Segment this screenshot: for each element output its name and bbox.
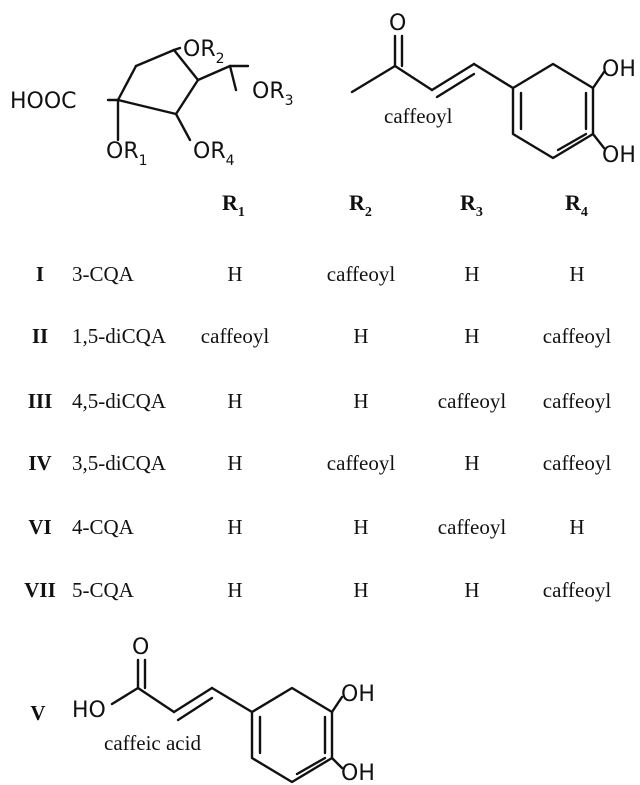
table-row: I 3-CQA H caffeoyl H H: [36, 262, 585, 286]
caffeic-acid-label: caffeic acid: [104, 731, 201, 755]
cell-r3: H: [464, 324, 479, 348]
cell-r1: H: [227, 262, 242, 286]
cell-r2: caffeoyl: [327, 262, 396, 286]
compound-name: 5-CQA: [72, 578, 135, 602]
row-id: IV: [28, 451, 51, 475]
quinic-or2: OR2: [183, 37, 225, 67]
table-row: VI 4-CQA H H caffeoyl H: [28, 515, 584, 539]
cell-r4: caffeoyl: [543, 389, 612, 413]
cell-r3: caffeoyl: [438, 515, 507, 539]
cell-r4: caffeoyl: [543, 324, 612, 348]
caffeic-oxygen: O: [132, 635, 149, 660]
row-id: VII: [24, 578, 56, 602]
cell-r2: H: [353, 324, 368, 348]
caffeic-oh-bottom: OH: [341, 761, 375, 785]
cell-r3: H: [464, 262, 479, 286]
table-row: VII 5-CQA H H H caffeoyl: [24, 578, 611, 602]
cell-r1: H: [227, 389, 242, 413]
cell-r2: H: [353, 389, 368, 413]
quinic-or1: OR1: [106, 139, 148, 169]
cell-r3: caffeoyl: [438, 389, 507, 413]
caffeoyl-oh-bottom: OH: [602, 143, 636, 168]
caffeic-bonds: [110, 658, 344, 784]
header-r1: R1: [222, 190, 245, 220]
table-header: R1 R2 R3 R4: [222, 190, 588, 220]
header-r2: R2: [349, 190, 372, 220]
substituent-table: I 3-CQA H caffeoyl H H II 1,5-diCQA caff…: [24, 262, 611, 602]
cell-r4: H: [569, 515, 584, 539]
cell-r1: caffeoyl: [201, 324, 270, 348]
header-r3: R3: [460, 190, 483, 220]
table-row: IV 3,5-diCQA H caffeoyl H caffeoyl: [28, 451, 611, 475]
compound-name: 4-CQA: [72, 515, 135, 539]
cell-r1: H: [227, 451, 242, 475]
cell-r2: caffeoyl: [327, 451, 396, 475]
compound-name: 4,5-diCQA: [72, 389, 167, 413]
quinic-ring-bonds: [106, 46, 250, 142]
compound-name: 1,5-diCQA: [72, 324, 167, 348]
caffeoyl-oh-top: OH: [602, 57, 636, 82]
caffeic-acid-structure: V O HO OH OH caffeic acid: [30, 635, 374, 785]
caffeoyl-oxygen: O: [389, 11, 406, 36]
quinic-acid-group: HOOC: [10, 89, 77, 114]
caffeic-oh-top: OH: [341, 682, 375, 707]
cell-r1: H: [227, 578, 242, 602]
cell-r2: H: [353, 578, 368, 602]
cell-r2: H: [353, 515, 368, 539]
row-id: III: [28, 389, 53, 413]
quinic-acid-structure: HOOC OR2 OR3 OR1 OR4: [10, 37, 294, 169]
caffeic-acid-oh: HO: [72, 698, 106, 723]
row-id: II: [32, 324, 48, 348]
quinic-or3: OR3: [252, 79, 294, 109]
quinic-or4: OR4: [193, 139, 235, 169]
caffeoyl-structure: O OH OH caffeoyl: [350, 11, 636, 168]
row-id-caffeic: V: [30, 701, 45, 725]
cell-r3: H: [464, 578, 479, 602]
compound-name: 3,5-diCQA: [72, 451, 167, 475]
cell-r4: caffeoyl: [543, 578, 612, 602]
row-id: I: [36, 262, 44, 286]
table-row: II 1,5-diCQA caffeoyl H H caffeoyl: [32, 324, 612, 348]
caffeoyl-label: caffeoyl: [384, 104, 453, 128]
header-r4: R4: [565, 190, 588, 220]
cell-r4: caffeoyl: [543, 451, 612, 475]
table-row: III 4,5-diCQA H H caffeoyl caffeoyl: [28, 389, 612, 413]
compound-name: 3-CQA: [72, 262, 135, 286]
cell-r3: H: [464, 451, 479, 475]
cell-r4: H: [569, 262, 584, 286]
row-id: VI: [28, 515, 51, 539]
cell-r1: H: [227, 515, 242, 539]
caffeoyl-bonds: [350, 34, 606, 160]
